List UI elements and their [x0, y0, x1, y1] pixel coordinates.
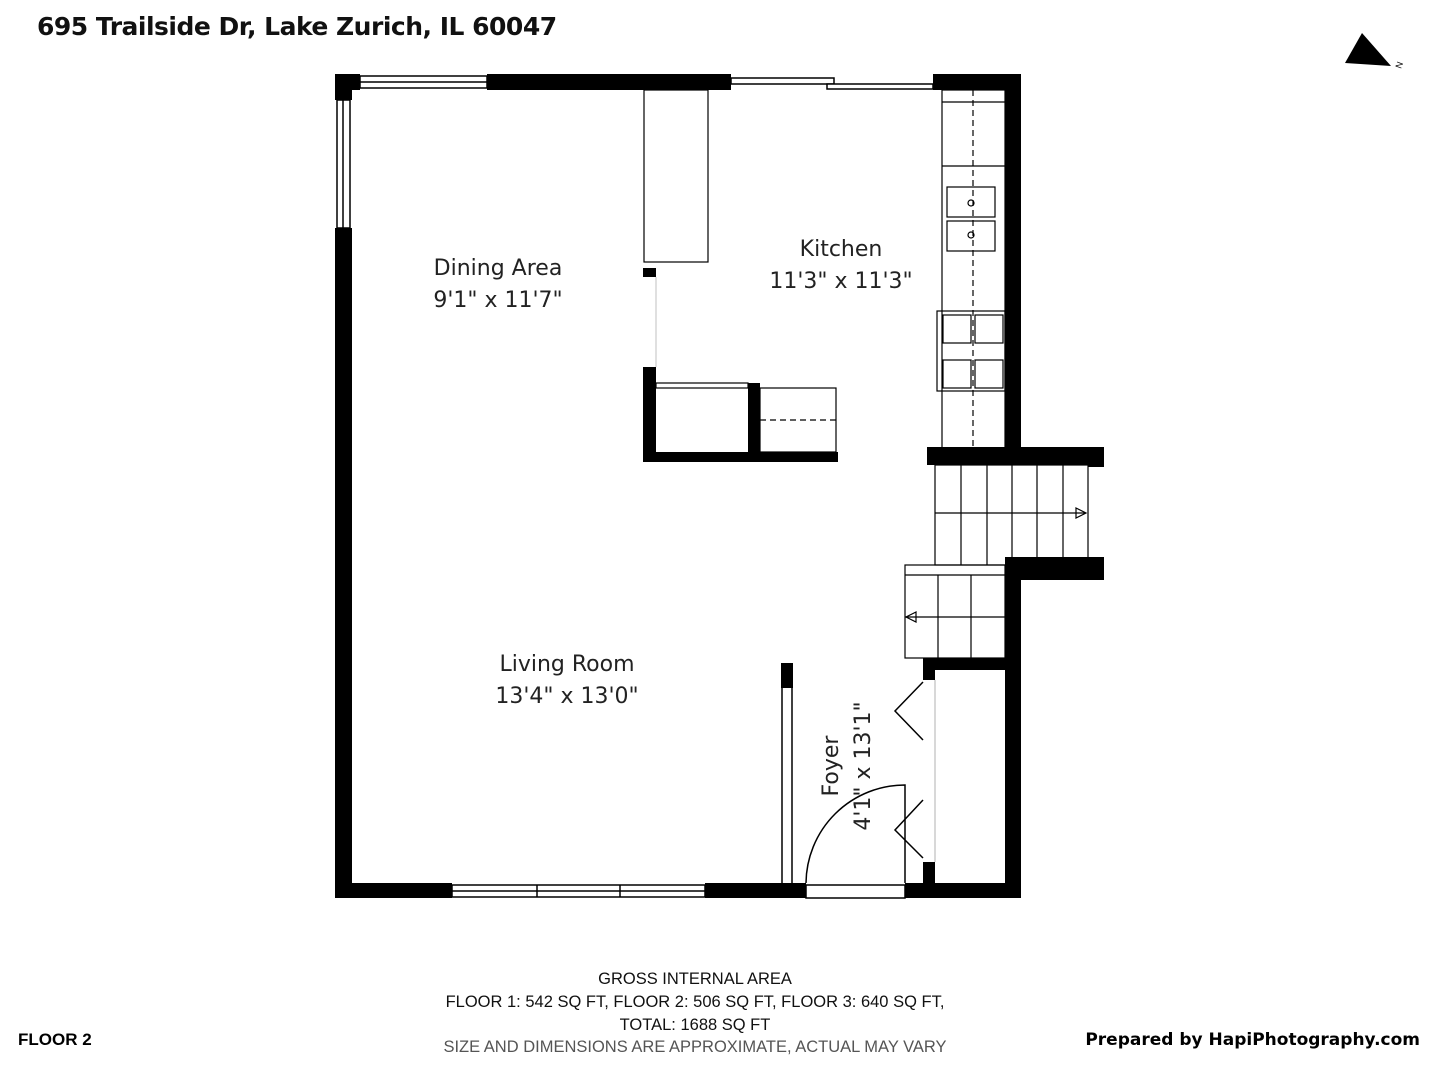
- doors: [781, 680, 936, 884]
- compass-icon: [1345, 33, 1391, 66]
- room-size: 9'1" x 11'7": [433, 288, 563, 313]
- room-name: Living Room: [499, 652, 635, 677]
- windows: [336, 75, 934, 899]
- kitchen-island: [643, 89, 709, 263]
- exterior-walls: [335, 74, 1104, 898]
- staircase: [904, 464, 1089, 659]
- prepared-by: Prepared by HapiPhotography.com: [1085, 1030, 1420, 1050]
- total-area: TOTAL: 1688 SQ FT: [619, 1016, 771, 1034]
- room-foyer: Foyer 4'1" x 13'1": [816, 666, 880, 866]
- room-name: Dining Area: [433, 256, 563, 281]
- room-size: 4'1" x 13'1": [851, 701, 876, 831]
- room-size: 13'4" x 13'0": [495, 684, 639, 709]
- room-name: Kitchen: [799, 237, 883, 262]
- stove: [936, 310, 1006, 392]
- room-living-room: Living Room 13'4" x 13'0": [467, 649, 667, 713]
- room-size: 11'3" x 11'3": [769, 269, 913, 294]
- room-kitchen: Kitchen 11'3" x 11'3": [741, 234, 941, 298]
- property-address-title: 695 Trailside Dr, Lake Zurich, IL 60047: [37, 12, 557, 41]
- disclaimer: SIZE AND DIMENSIONS ARE APPROXIMATE, ACT…: [443, 1038, 947, 1056]
- gross-area-heading: GROSS INTERNAL AREA: [598, 970, 792, 988]
- fixtures: [643, 89, 1006, 453]
- interior-walls: [643, 268, 1005, 883]
- floor-label: FLOOR 2: [18, 1030, 92, 1049]
- room-dining-area: Dining Area 9'1" x 11'7": [398, 253, 598, 317]
- sink: [946, 186, 996, 218]
- floor-areas: FLOOR 1: 542 SQ FT, FLOOR 2: 506 SQ FT, …: [445, 993, 945, 1011]
- room-name: Foyer: [819, 735, 844, 797]
